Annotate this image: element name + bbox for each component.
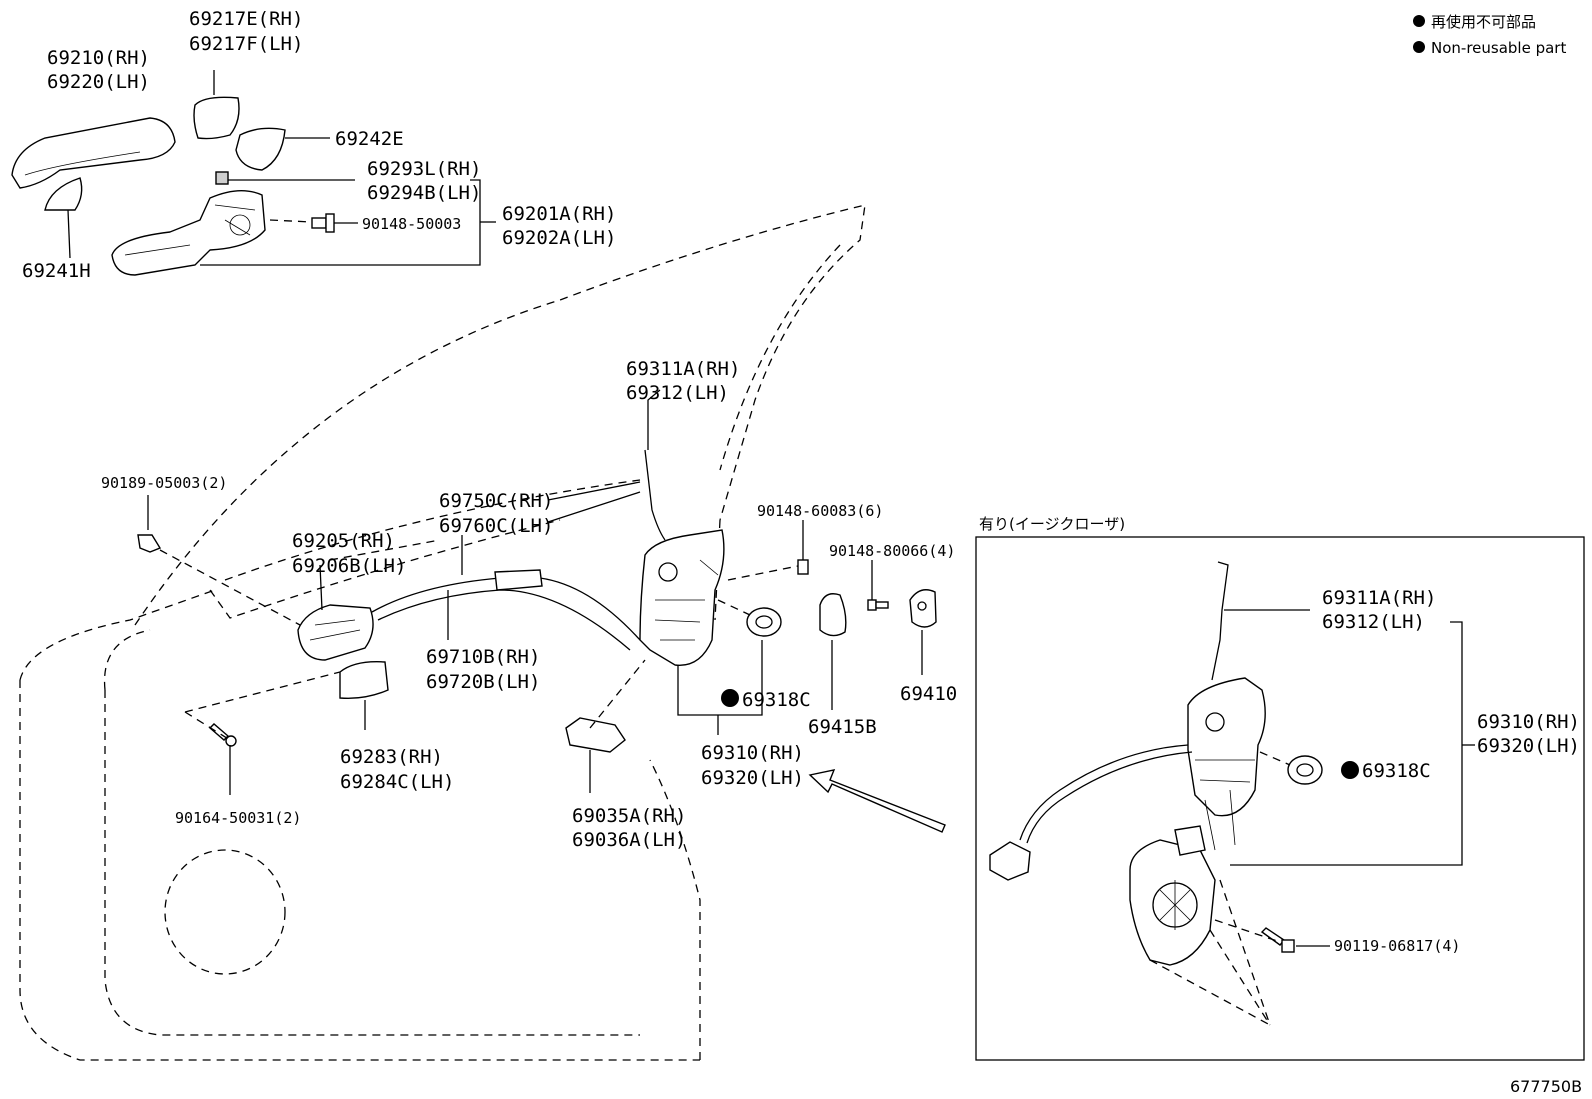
label-69320: 69320(LH) (701, 767, 804, 789)
label-69415b: 69415B (808, 716, 877, 738)
label-69310: 69310(RH) (701, 742, 804, 764)
handle-clip[interactable] (215, 171, 229, 185)
inside-handle-group (137, 495, 441, 795)
label-90189-05003: 90189-05003(2) (101, 474, 227, 492)
inset-title: 有り(イージクローザ) (979, 515, 1125, 533)
bolt-90119-06817[interactable] (1260, 927, 1295, 953)
label-69210: 69210(RH) (47, 47, 150, 69)
lock-protector[interactable] (565, 717, 626, 753)
handle-cap[interactable] (235, 127, 286, 171)
inside-handle-bezel[interactable] (339, 661, 389, 700)
label-69241h: 69241H (22, 260, 91, 282)
legend-en: Non-reusable part (1431, 39, 1566, 57)
inset-label-90119-06817: 90119-06817(4) (1334, 937, 1460, 955)
label-69205: 69205(RH) (292, 530, 395, 552)
inset-frame (975, 536, 1585, 1061)
inset-labels: 69311A(RH) 69312(LH) 69310(RH) 69320(LH)… (1322, 587, 1580, 955)
label-69710b: 69710B(RH) (426, 646, 540, 668)
inset-label-69320: 69320(LH) (1477, 735, 1580, 757)
label-69217e: 69217E(RH) (189, 8, 303, 30)
bolt-90148-50003[interactable] (311, 213, 335, 233)
label-69220: 69220(LH) (47, 71, 150, 93)
legend: 再使用不可部品 Non-reusable part (1413, 13, 1566, 57)
lock-protector-group (565, 659, 646, 793)
part-labels: 69217E(RH) 69217F(LH) 69210(RH) 69220(LH… (22, 8, 957, 851)
label-69294b: 69294B(LH) (367, 182, 481, 204)
label-90148-80066: 90148-80066(4) (829, 542, 955, 560)
label-69750c: 69750C(RH) (439, 490, 553, 512)
non-reusable-dot-icon (1413, 15, 1425, 27)
label-69036a: 69036A(LH) (572, 829, 686, 851)
inset-label-69318c: 69318C (1362, 760, 1431, 782)
screw-90148-80066[interactable] (867, 560, 889, 611)
non-reusable-dot-icon (1413, 41, 1425, 53)
inset-door-lock[interactable] (1187, 677, 1266, 817)
non-reusable-dot-icon (1341, 761, 1359, 779)
label-69293l: 69293L(RH) (367, 158, 481, 180)
label-69720b: 69720B(LH) (426, 671, 540, 693)
figure-id: 677750B (1510, 1077, 1582, 1096)
inside-handle[interactable] (297, 604, 374, 661)
screw-90148-60083[interactable] (797, 520, 809, 575)
door-lock-assembly[interactable] (639, 529, 725, 666)
inset-arrow (808, 769, 946, 833)
outside-handle[interactable] (11, 117, 176, 189)
cable-sleeve[interactable] (494, 569, 543, 591)
label-69760c: 69760C(LH) (439, 515, 553, 537)
legend-jp: 再使用不可部品 (1431, 13, 1536, 31)
label-69311a: 69311A(RH) (626, 358, 740, 380)
label-69284c: 69284C(LH) (340, 771, 454, 793)
inset-label-69312: 69312(LH) (1322, 611, 1425, 633)
non-reusable-dot-icon (721, 689, 739, 707)
label-69217f: 69217F(LH) (189, 33, 303, 55)
label-69283: 69283(RH) (340, 746, 443, 768)
label-69318c: 69318C (742, 689, 811, 711)
door-striker[interactable] (909, 589, 937, 675)
label-69202a: 69202A(LH) (502, 227, 616, 249)
inset-easy-closer: 有り(イージクローザ) (975, 515, 1585, 1061)
label-69312: 69312(LH) (626, 382, 729, 404)
label-69410: 69410 (900, 683, 957, 705)
clip-90189-05003[interactable] (137, 534, 162, 553)
label-69201a: 69201A(RH) (502, 203, 616, 225)
label-69035a: 69035A(RH) (572, 805, 686, 827)
outside-handle-group (11, 70, 496, 276)
lock-rod[interactable] (644, 449, 666, 541)
cables (371, 481, 641, 651)
inset-connector[interactable] (989, 841, 1031, 881)
label-90148-60083: 90148-60083(6) (757, 502, 883, 520)
door-outline (19, 204, 866, 1061)
handle-frame[interactable] (111, 190, 266, 276)
door-lock-group (639, 389, 937, 735)
handle-pad[interactable] (44, 177, 83, 211)
inset-lock-rod[interactable] (1211, 561, 1229, 681)
label-90164-50031: 90164-50031(2) (175, 809, 301, 827)
label-69242e: 69242E (335, 128, 404, 150)
lock-washer[interactable] (746, 607, 782, 637)
handle-cover[interactable] (193, 96, 240, 140)
inset-lock-washer[interactable] (1287, 755, 1323, 785)
lock-cover[interactable] (819, 593, 847, 637)
label-69206b: 69206B(LH) (292, 555, 406, 577)
label-90148-50003: 90148-50003 (362, 215, 461, 233)
inset-label-69310: 69310(RH) (1477, 711, 1580, 733)
inset-label-69311a: 69311A(RH) (1322, 587, 1436, 609)
